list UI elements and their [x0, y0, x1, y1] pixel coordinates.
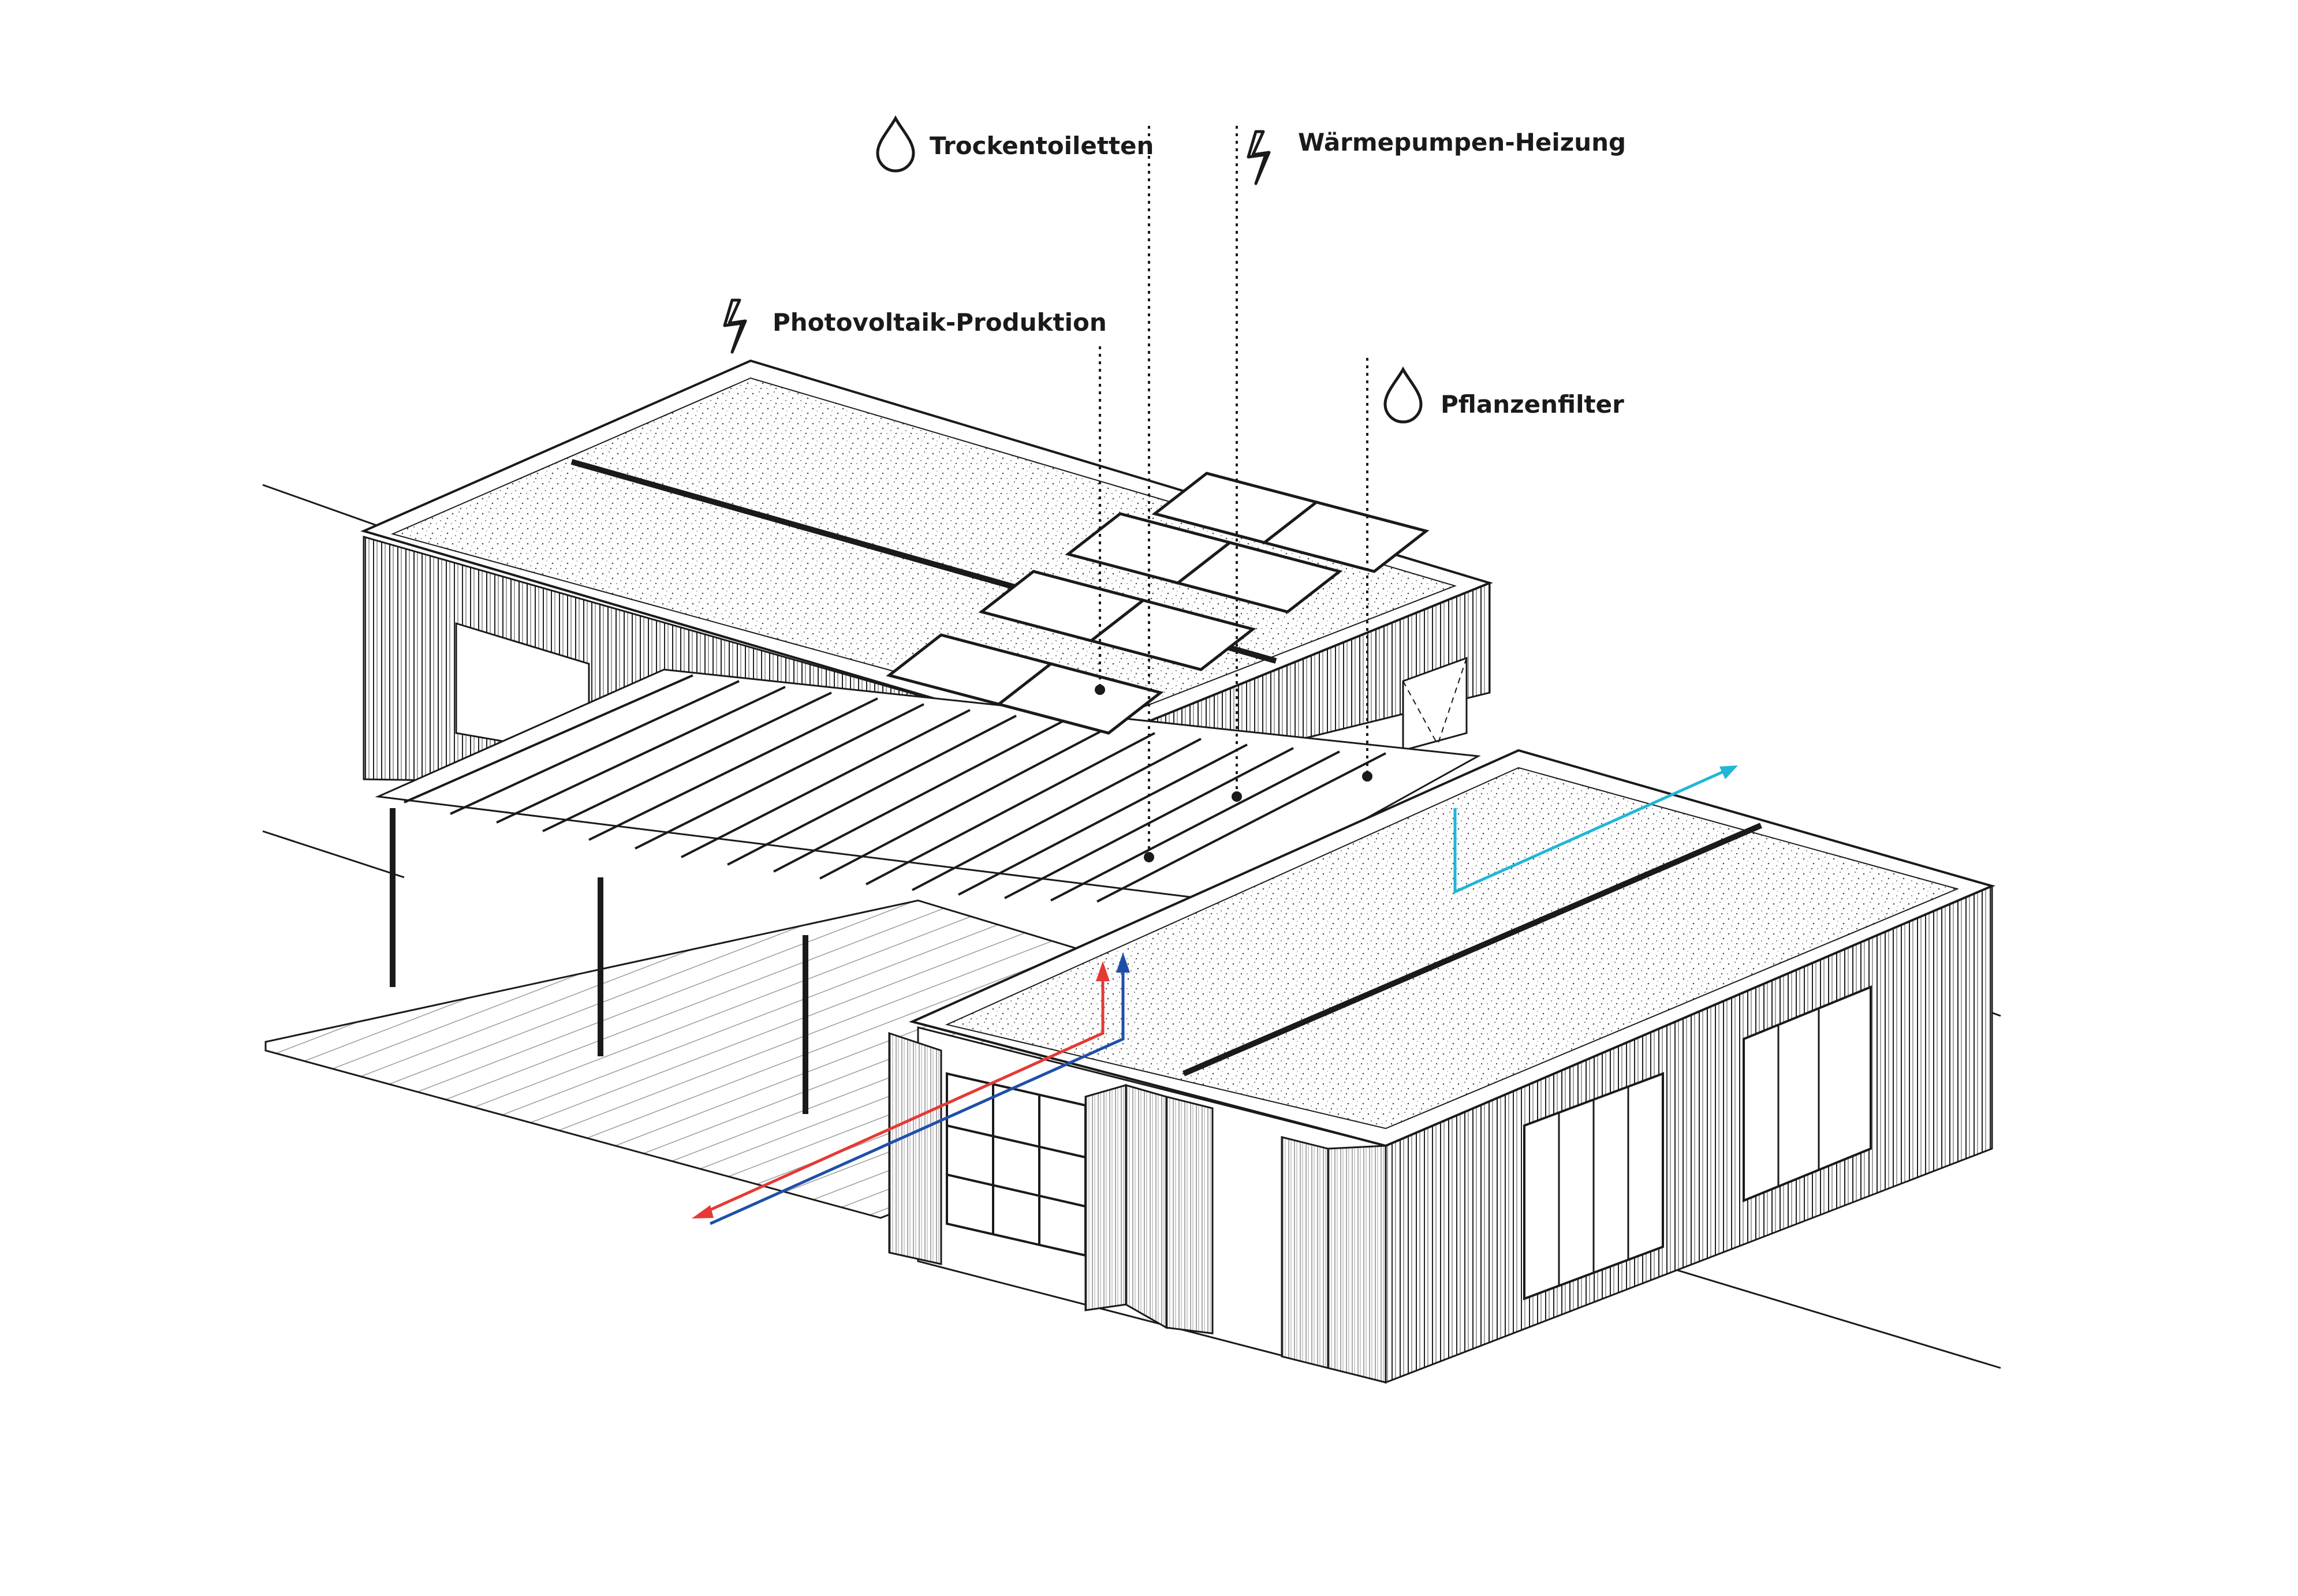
- solar-panel: [1088, 599, 1256, 671]
- leader-dot: [1095, 685, 1105, 695]
- pergola: [375, 668, 1481, 1114]
- ground-line-right: [1657, 1263, 2001, 1369]
- exhaust-arrow: [1453, 766, 1733, 894]
- leader-dot: [1144, 852, 1154, 862]
- lower-roof-ridge: [1182, 823, 1762, 1077]
- callout-label-photovoltaic: Photovoltaik-Produktion: [773, 308, 1107, 337]
- water-drop-icon: [876, 115, 915, 173]
- leader-dot: [1232, 791, 1242, 802]
- leader-endpoints: [1095, 685, 1372, 862]
- callout-label-dry-toilets: Trockentoiletten: [930, 132, 1154, 160]
- warm-air-arrow: [697, 970, 1105, 1217]
- shutter-panel: [1327, 1145, 1387, 1384]
- lightning-icon: [1247, 130, 1271, 185]
- cool-air-arrow: [709, 961, 1125, 1225]
- upper-door: [1402, 656, 1468, 752]
- lightning-icon: [723, 298, 747, 354]
- callout-label-heat-pump: Wärmepumpen-Heizung: [1298, 128, 1626, 156]
- leader-dot: [1362, 771, 1372, 782]
- lower-building: [888, 749, 1995, 1384]
- shutter-panel: [1165, 1096, 1214, 1335]
- solar-panels: [886, 472, 1430, 735]
- ground-line-lower: [262, 830, 405, 879]
- callout-leaders: [1099, 126, 1368, 857]
- solar-panel: [1174, 541, 1343, 614]
- shutter-panel: [1125, 1084, 1167, 1329]
- shutter-panel: [1281, 1136, 1329, 1369]
- airflow-arrows: [692, 765, 1738, 1225]
- shutter-panel: [1084, 1084, 1127, 1311]
- callout-label-plant-filter: Pflanzenfilter: [1441, 390, 1624, 418]
- solar-panel: [995, 662, 1164, 735]
- water-drop-icon: [1383, 366, 1423, 424]
- ground-line-upper: [262, 484, 393, 532]
- lower-window: [1743, 985, 1872, 1202]
- shutter-panel: [888, 1031, 942, 1265]
- solar-panel: [1261, 500, 1430, 573]
- lower-roof-gravel: [945, 767, 1960, 1130]
